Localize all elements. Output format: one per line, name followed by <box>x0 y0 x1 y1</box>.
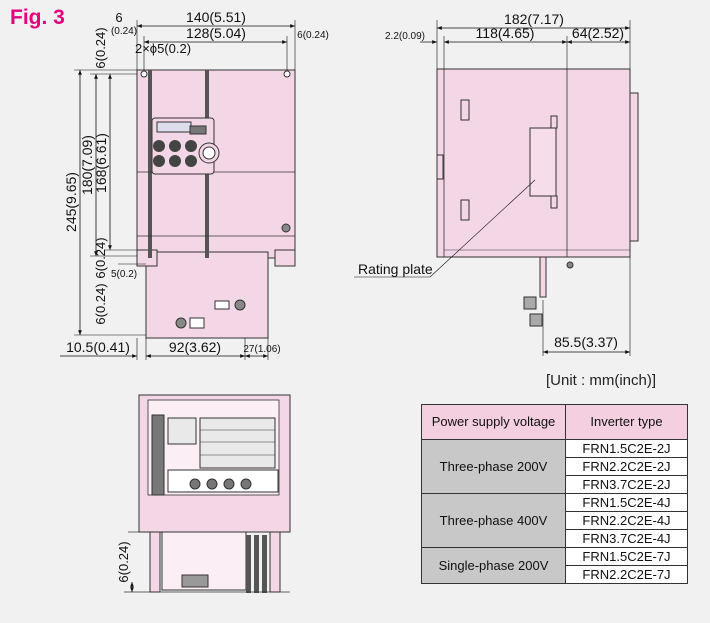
table-row: FRN3.7C2E-4J <box>422 529 688 548</box>
type-cell: FRN1.5C2E-2J <box>565 439 688 458</box>
dim-offset-left: 6 <box>115 10 122 25</box>
table-row: FRN2.2C2E-7J <box>422 565 688 584</box>
dim-offset-left-inch: (0.24) <box>111 26 137 37</box>
type-cell: FRN1.5C2E-4J <box>565 493 688 512</box>
dim-width-inner: 128(5.04) <box>186 25 246 41</box>
front-left-foot <box>136 249 158 267</box>
dim-top-offset: 6(0.24) <box>93 27 108 68</box>
table-row: FRN2.2C2E-2J <box>422 457 688 476</box>
type-cell: FRN1.5C2E-7J <box>565 547 688 566</box>
rating-plate <box>529 127 557 197</box>
inverter-table: Power supply voltage Inverter type Three… <box>421 404 688 584</box>
dim-low-offset-1: 6(0.24) <box>93 237 108 278</box>
table-row: Three-phase 400V FRN1.5C2E-4J <box>421 493 688 548</box>
table-row: Single-phase 200V FRN1.5C2E-7J <box>421 547 688 584</box>
table-row: FRN3.7C2E-2J <box>422 475 688 494</box>
mount-hole-right <box>283 70 291 78</box>
dim-bottom-view: 6(0.24) <box>116 541 131 582</box>
unit-note: [Unit : mm(inch)] <box>546 372 657 389</box>
dim-depth-bottom: 85.5(3.37) <box>554 334 618 350</box>
voltage-cell: Single-phase 200V <box>421 547 566 584</box>
dim-depth-total: 182(7.17) <box>504 11 564 27</box>
table-row: Three-phase 200V FRN1.5C2E-2J <box>421 439 688 494</box>
rating-plate-label: Rating plate <box>358 261 433 277</box>
type-cell: FRN3.7C2E-4J <box>565 529 688 548</box>
dim-low-offset-3: 6(0.24) <box>93 283 108 324</box>
type-cell: FRN2.2C2E-4J <box>565 511 688 530</box>
voltage-cell: Three-phase 200V <box>421 439 566 494</box>
dim-depth-118: 118(4.65) <box>476 25 535 41</box>
type-cell: FRN2.2C2E-7J <box>565 565 688 584</box>
table-row: FRN2.2C2E-4J <box>422 511 688 530</box>
header-voltage: Power supply voltage <box>421 404 566 440</box>
voltage-cell: Three-phase 400V <box>421 493 566 548</box>
dim-bottom-mid: 92(3.62) <box>169 339 221 355</box>
dim-mount-holes: 2×ϕ5(0.2) <box>135 41 191 56</box>
front-vent-left <box>148 70 152 258</box>
mount-hole-left <box>140 70 148 78</box>
dim-width-total: 140(5.51) <box>186 9 246 25</box>
bottom-view: 6(0.24) <box>116 394 291 593</box>
type-cell: FRN2.2C2E-2J <box>565 457 688 476</box>
dim-low-offset-2: 5(0.2) <box>111 269 137 280</box>
dim-bottom-right: 27(1.06) <box>243 344 280 355</box>
dim-height-180: 180(7.09) <box>79 135 95 195</box>
dim-height-total: 245(9.65) <box>63 172 79 232</box>
dim-depth-64: 64(2.52) <box>572 25 624 41</box>
type-cell: FRN3.7C2E-2J <box>565 475 688 494</box>
dim-depth-left: 2.2(0.09) <box>385 31 425 42</box>
figure-label: Fig. 3 <box>10 6 65 29</box>
side-view: 182(7.17) 2.2(0.09) 118(4.65) 64(2.52) R… <box>354 11 639 356</box>
dim-bottom-left: 10.5(0.41) <box>66 339 130 355</box>
table-header-row: Power supply voltage Inverter type <box>421 404 688 440</box>
front-right-foot <box>274 249 296 267</box>
front-lower-extension <box>145 251 269 339</box>
keypad-display <box>156 121 192 133</box>
front-view: 140(5.51) 128(5.04) 6 (0.24) 6(0.24) 2×ϕ… <box>60 9 329 360</box>
dim-height-168: 168(6.61) <box>93 133 109 193</box>
header-type: Inverter type <box>565 404 688 440</box>
dim-offset-right: 6(0.24) <box>297 30 329 41</box>
